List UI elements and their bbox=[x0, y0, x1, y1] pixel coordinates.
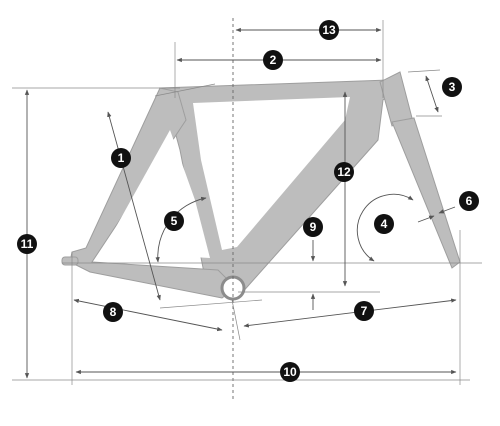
svg-text:8: 8 bbox=[110, 305, 117, 319]
svg-text:10: 10 bbox=[283, 365, 297, 379]
badge-2: 2 bbox=[263, 50, 283, 70]
rear-dropout bbox=[61, 256, 79, 266]
svg-text:6: 6 bbox=[466, 194, 473, 208]
badge-3: 3 bbox=[442, 77, 462, 97]
badge-9: 9 bbox=[303, 217, 323, 237]
badge-10: 10 bbox=[280, 362, 300, 382]
svg-text:2: 2 bbox=[270, 53, 277, 67]
svg-text:4: 4 bbox=[381, 217, 388, 231]
badge-11: 11 bbox=[17, 234, 37, 254]
badge-8: 8 bbox=[103, 302, 123, 322]
badge-1: 1 bbox=[111, 148, 131, 168]
svg-text:12: 12 bbox=[337, 165, 351, 179]
label-badges: 1 2 3 4 5 6 7 8 9 10 11 12 13 bbox=[17, 20, 479, 382]
svg-text:5: 5 bbox=[171, 214, 178, 228]
badge-6: 6 bbox=[459, 191, 479, 211]
svg-text:1: 1 bbox=[118, 151, 125, 165]
svg-text:13: 13 bbox=[322, 23, 336, 37]
badge-12: 12 bbox=[334, 162, 354, 182]
badge-7: 7 bbox=[354, 301, 374, 321]
badge-5: 5 bbox=[164, 211, 184, 231]
svg-text:11: 11 bbox=[21, 237, 34, 251]
fork bbox=[391, 117, 461, 269]
svg-text:3: 3 bbox=[449, 80, 456, 94]
bike-frame bbox=[61, 71, 461, 301]
svg-text:7: 7 bbox=[361, 304, 368, 318]
badge-4: 4 bbox=[374, 214, 394, 234]
svg-text:9: 9 bbox=[310, 220, 317, 234]
badge-13: 13 bbox=[319, 20, 339, 40]
head-tube bbox=[379, 71, 413, 127]
